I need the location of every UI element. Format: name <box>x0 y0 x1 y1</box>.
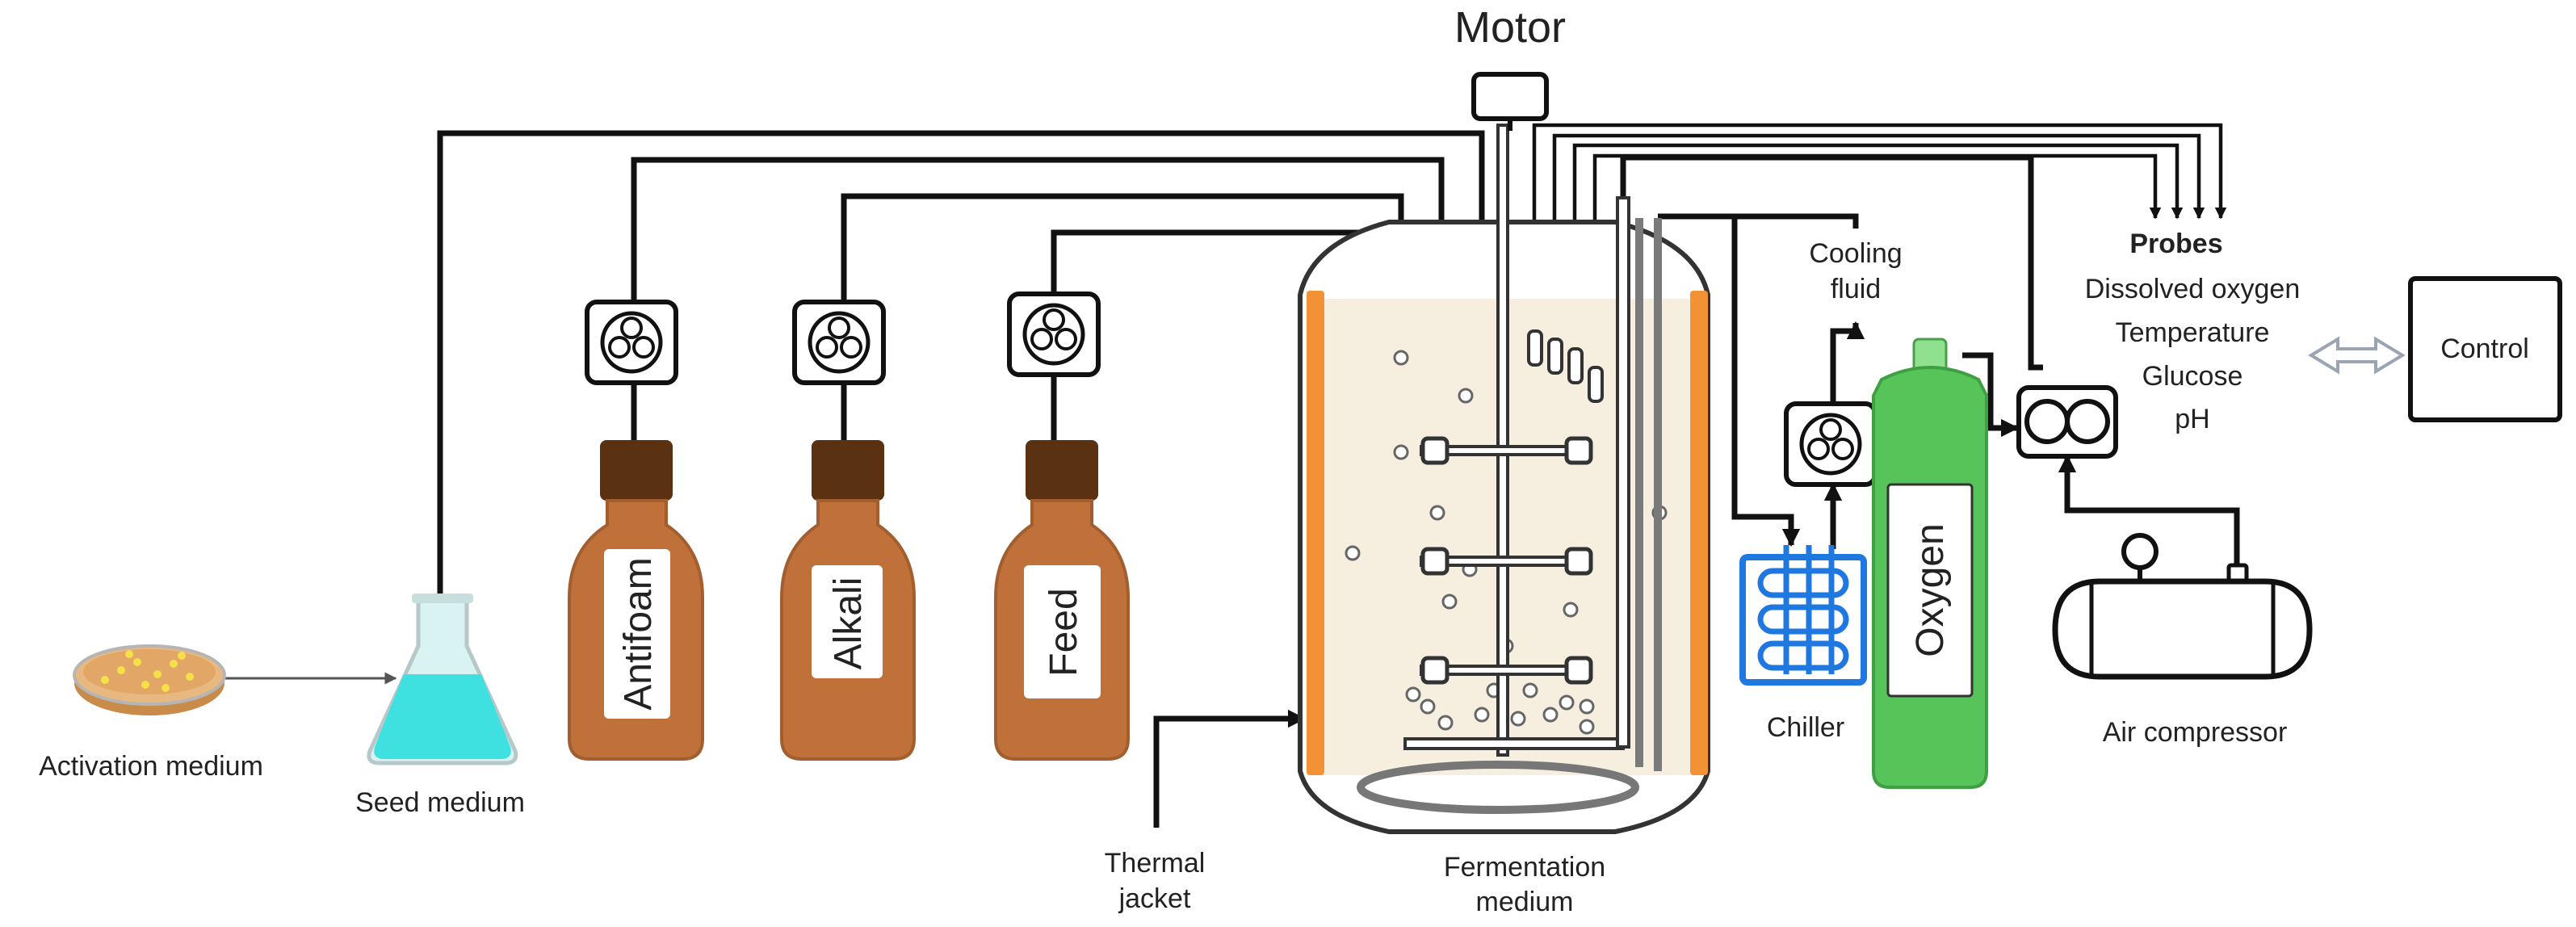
air-compressor <box>2052 533 2313 680</box>
chiller-unit <box>1739 545 1867 686</box>
seed-line <box>437 130 1485 598</box>
antifoam-bottle <box>568 440 704 761</box>
jacket-left <box>1307 291 1324 775</box>
thermal-jacket-label-2: jacket <box>1118 883 1191 914</box>
fermenter-vessel <box>1298 124 1710 834</box>
feed-label: Feed <box>1043 588 1085 676</box>
thermal-jacket-line <box>1153 709 1307 828</box>
alkali-bottle <box>780 440 916 761</box>
chiller-label: Chiller <box>1767 712 1844 743</box>
motor-unit <box>1471 72 1549 131</box>
oxygen-line <box>1962 352 2020 438</box>
alkali-label: Alkali <box>827 577 870 670</box>
chiller-pump <box>1784 401 1877 487</box>
control-box <box>2408 276 2562 422</box>
petri-dish <box>73 644 226 715</box>
fermentation-medium-label-2: medium <box>1476 887 1574 917</box>
cooling-return <box>1658 213 1859 229</box>
feed-bottle <box>994 440 1130 761</box>
pump-to-cooling <box>1830 321 1865 412</box>
oxygen-cylinder <box>1872 338 1988 789</box>
jacket-right <box>1690 291 1708 775</box>
seed-medium-label: Seed medium <box>355 787 525 818</box>
double-arrow-icon <box>2308 336 2406 375</box>
thermal-jacket-label-1: Thermal <box>1105 848 1206 879</box>
feed-pump <box>1007 292 1101 377</box>
probe-dissolved-oxygen: Dissolved oxygen <box>2085 274 2300 304</box>
air-line <box>2058 454 2240 573</box>
erlenmeyer-flask <box>367 594 518 766</box>
oxygen-label: Oxygen <box>1909 523 1952 656</box>
cooling-fluid-label-1: Cooling <box>1809 238 1902 269</box>
probes-title: Probes <box>2129 229 2222 259</box>
cooling-fluid-label-2: fluid <box>1831 274 1881 304</box>
probe-ph: pH <box>2175 404 2209 434</box>
antifoam-pump <box>585 300 678 385</box>
alkali-pump <box>792 300 886 385</box>
probe-glucose: Glucose <box>2142 361 2243 392</box>
fermentation-medium-label-1: Fermentation <box>1444 852 1605 883</box>
activation-medium-label: Activation medium <box>39 751 263 782</box>
control-label: Control <box>2440 333 2529 364</box>
probe-temperature: Temperature <box>2116 317 2270 348</box>
air-compressor-label: Air compressor <box>2103 717 2288 748</box>
motor-label: Motor <box>1454 3 1566 52</box>
air-mixing-pump <box>2016 385 2118 459</box>
antifoam-label: Antifoam <box>617 557 660 710</box>
sparger-air-line <box>1620 154 2043 371</box>
